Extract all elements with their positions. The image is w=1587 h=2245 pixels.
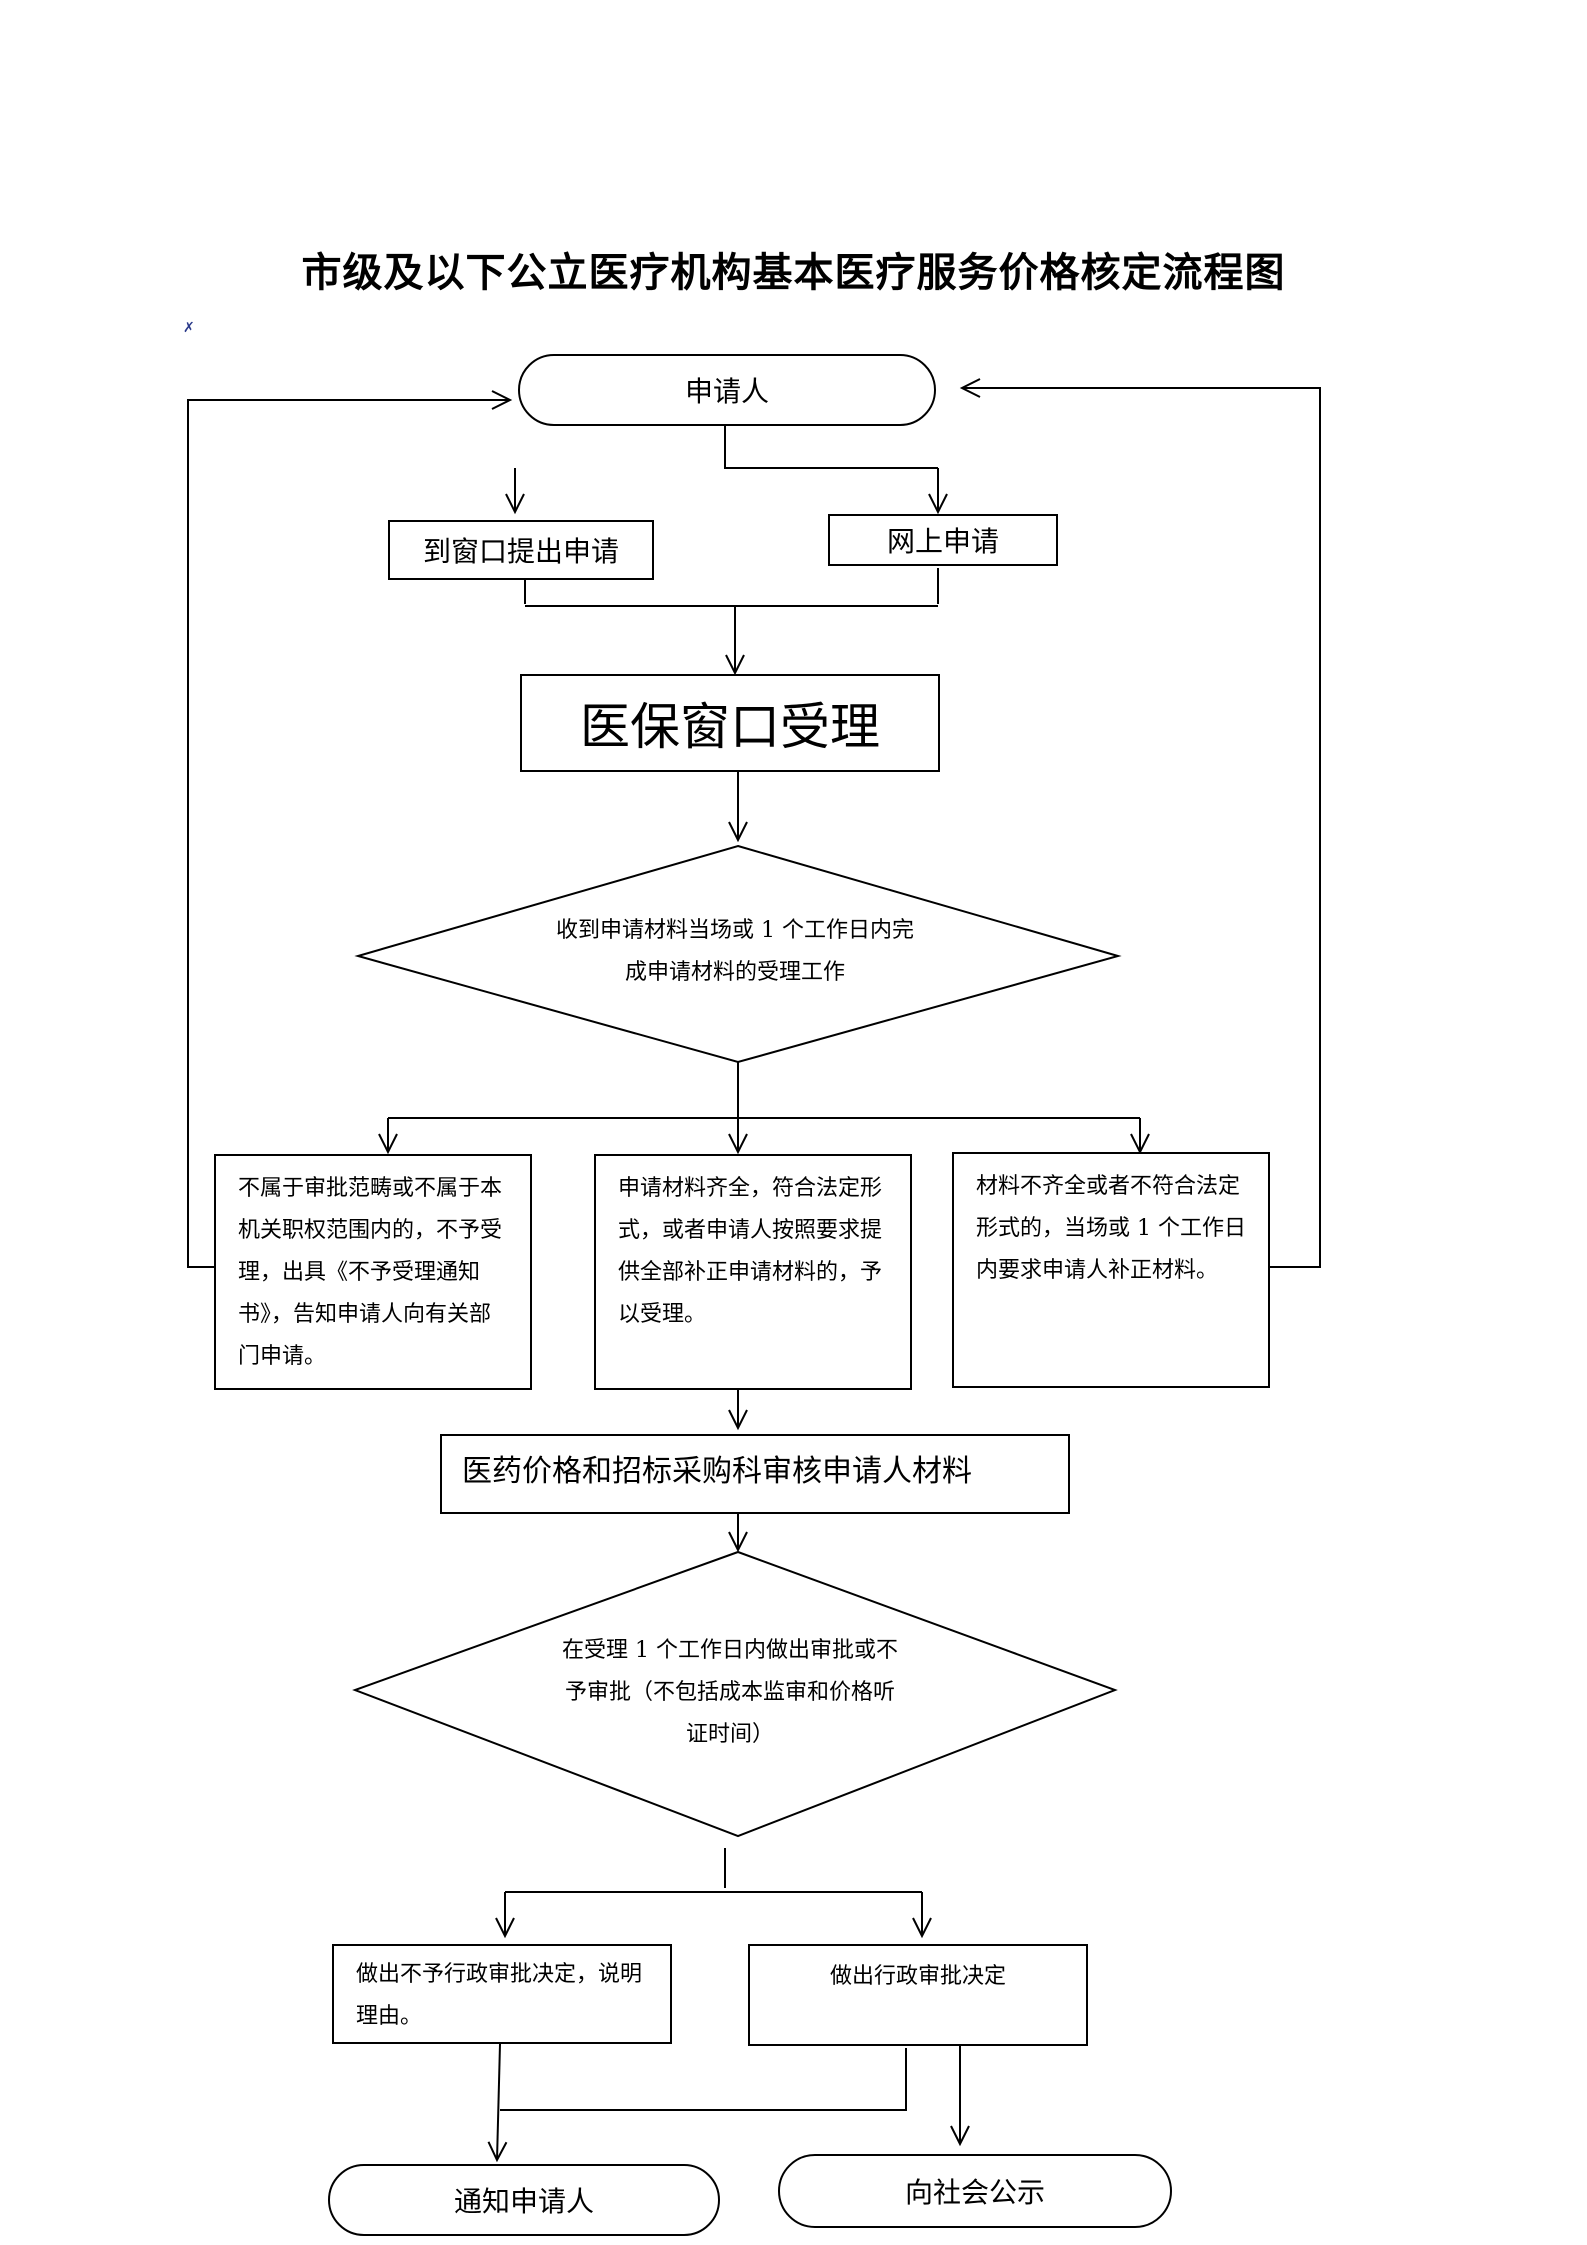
accepted-node: 申请材料齐全，符合法定形式，或者申请人按照要求提供全部补正申请材料的，予以受理。 [594, 1154, 912, 1390]
notify-node: 通知申请人 [328, 2164, 720, 2236]
window-apply-node: 到窗口提出申请 [388, 520, 654, 580]
decision-time-diamond [352, 1550, 1118, 1838]
supplement-node: 材料不齐全或者不符合法定形式的，当场或 1 个工作日内要求申请人补正材料。 [952, 1152, 1270, 1388]
receive-decision-diamond [354, 844, 1122, 1064]
publicize-node: 向社会公示 [778, 2154, 1172, 2228]
window-accept-node: 医保窗口受理 [520, 674, 940, 772]
not-accepted-node: 不属于审批范畴或不属于本机关职权范围内的，不予受理，出具《不予受理通知书》，告知… [214, 1154, 532, 1390]
right-loop [959, 378, 1321, 1268]
arrow-to-notify [487, 2043, 508, 2163]
split-line-top [724, 424, 938, 469]
approve-node: 做出行政审批决定 [748, 1944, 1088, 2046]
applicant-node: 申请人 [518, 354, 936, 426]
receive-decision-text: 收到申请材料当场或 1 个工作日内完成申请材料的受理工作 [556, 918, 914, 985]
online-apply-node: 网上申请 [828, 514, 1058, 566]
stray-mark: ✗ [183, 320, 195, 336]
left-loop [187, 390, 513, 1268]
approve-merge [500, 2048, 907, 2111]
reject-node: 做出不予行政审批决定，说明理由。 [332, 1944, 672, 2044]
review-node: 医药价格和招标采购科审核申请人材料 [440, 1434, 1070, 1514]
decision-time-text: 在受理 1 个工作日内做出审批或不予审批（不包括成本监审和价格听证时间） [562, 1638, 898, 1747]
page-title: 市级及以下公立医疗机构基本医疗服务价格核定流程图 [301, 250, 1286, 296]
